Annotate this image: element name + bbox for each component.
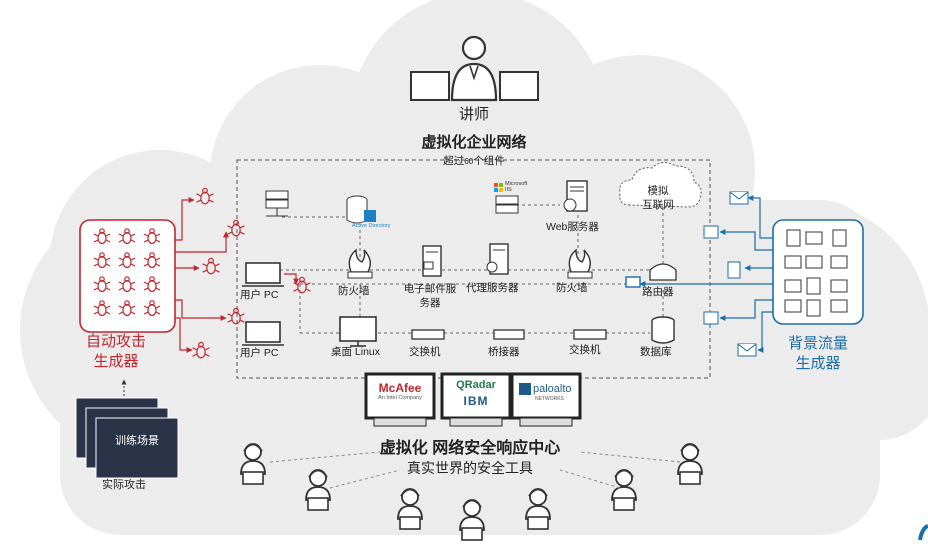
proxy-server-label: 代理服务器 bbox=[466, 282, 519, 294]
desktop-linux-label: 桌面 Linux bbox=[331, 346, 381, 358]
database-icon bbox=[651, 316, 675, 344]
firewall-left-icon bbox=[347, 248, 373, 279]
web-server-label: Web服务器 bbox=[546, 221, 599, 233]
tool-mcafee: McAfee bbox=[378, 381, 422, 395]
operator-icon bbox=[525, 488, 551, 530]
scenario-front-label: 训练场景 bbox=[115, 435, 159, 447]
traffic-arrows bbox=[639, 195, 773, 353]
enterprise-subtitle-num: 60 bbox=[464, 157, 474, 166]
firewall-left-label: 防火墙 bbox=[338, 285, 370, 297]
active-directory-label: Active Directory bbox=[352, 223, 391, 229]
internet-cloud-icon bbox=[619, 162, 702, 208]
bug-icon bbox=[143, 228, 161, 245]
user-pc-2-label: 用户 PC bbox=[240, 347, 279, 359]
user-pc-1-icon bbox=[242, 262, 284, 287]
firewall-right-label: 防火墙 bbox=[556, 282, 588, 294]
operator-icon bbox=[397, 488, 423, 530]
operator-icon bbox=[305, 469, 331, 511]
switch-1-label: 交换机 bbox=[409, 346, 441, 358]
mail-server-label: 电子邮件服 务器 bbox=[403, 283, 457, 309]
bug-icon bbox=[227, 307, 245, 325]
traffic-envelope-icons bbox=[703, 191, 757, 357]
iis-label: Microsoft IIS bbox=[505, 181, 528, 193]
bug-icon bbox=[192, 341, 210, 359]
operator-icon bbox=[611, 469, 637, 511]
active-directory-icon bbox=[346, 195, 376, 224]
bug-icon bbox=[227, 219, 245, 237]
tool-paloalto: paloalto bbox=[533, 383, 572, 395]
operator-links bbox=[269, 451, 681, 489]
bug-icon bbox=[118, 252, 136, 269]
soc-title: 虚拟化 网络安全响应中心 bbox=[379, 440, 561, 457]
firewall-right-icon bbox=[567, 248, 593, 279]
enterprise-title: 虚拟化企业网络 bbox=[421, 134, 527, 151]
bug-icon bbox=[143, 300, 161, 317]
user-pc-1-label: 用户 PC bbox=[240, 289, 279, 301]
desktop-linux-icon bbox=[339, 316, 377, 347]
attack-bug-icons bbox=[93, 187, 311, 359]
bug-icon bbox=[196, 187, 214, 205]
enterprise-subtitle-post: 个组件 bbox=[473, 155, 505, 167]
soc-monitors bbox=[364, 372, 582, 427]
scenario-stack bbox=[75, 379, 179, 479]
bug-icon bbox=[93, 228, 111, 245]
attack-generator-label: 自动攻击 生成器 bbox=[85, 333, 147, 370]
operator-icon bbox=[677, 443, 703, 485]
switch-2-icon bbox=[573, 329, 607, 340]
traffic-generator-box bbox=[772, 219, 864, 325]
bug-icon bbox=[118, 228, 136, 245]
proxy-server-icon bbox=[486, 243, 509, 275]
operator-icon bbox=[240, 443, 266, 485]
router-label: 路由器 bbox=[642, 286, 674, 298]
web-server-icon bbox=[563, 180, 588, 212]
bug-icon bbox=[93, 276, 111, 293]
bug-icon bbox=[202, 257, 220, 275]
tool-mcafee-tagline: An Intel Company bbox=[378, 395, 422, 401]
enterprise-subtitle-pre: 超过 bbox=[443, 155, 465, 167]
switch-1-icon bbox=[411, 329, 445, 340]
internet-label: 模拟 互联网 bbox=[642, 185, 674, 211]
database-label: 数据库 bbox=[640, 346, 672, 358]
tool-paloalto-tagline: NETWORKS bbox=[535, 396, 564, 402]
enterprise-subtitle: 超过60个组件 bbox=[443, 156, 504, 167]
operators bbox=[240, 443, 703, 541]
traffic-generator-label: 背景流量 生成器 bbox=[787, 335, 849, 372]
bridge-label: 桥接器 bbox=[488, 346, 520, 358]
user-pc-2-icon bbox=[242, 321, 284, 346]
scenario-caption: 实际攻击 bbox=[102, 479, 146, 491]
server-rack-icon bbox=[265, 190, 289, 217]
instructor-label: 讲师 bbox=[458, 106, 490, 123]
bug-icon bbox=[93, 252, 111, 269]
bug-icon bbox=[118, 276, 136, 293]
iis-server-icon bbox=[494, 183, 519, 214]
bug-icon bbox=[93, 300, 111, 317]
bridge-icon bbox=[493, 329, 525, 340]
tool-ibm: IBM bbox=[463, 394, 489, 408]
soc-subtitle: 真实世界的安全工具 bbox=[407, 460, 533, 476]
bug-icon bbox=[143, 252, 161, 269]
corner-arc bbox=[918, 524, 928, 541]
switch-2-label: 交换机 bbox=[569, 344, 601, 356]
router-icon bbox=[625, 263, 677, 288]
bug-icon bbox=[118, 300, 136, 317]
bug-icon bbox=[143, 276, 161, 293]
instructor-icon bbox=[410, 35, 539, 102]
operator-icon bbox=[459, 499, 485, 541]
tool-qradar: QRadar bbox=[456, 379, 496, 391]
attack-arrows bbox=[175, 197, 299, 353]
mail-server-icon bbox=[422, 245, 442, 277]
